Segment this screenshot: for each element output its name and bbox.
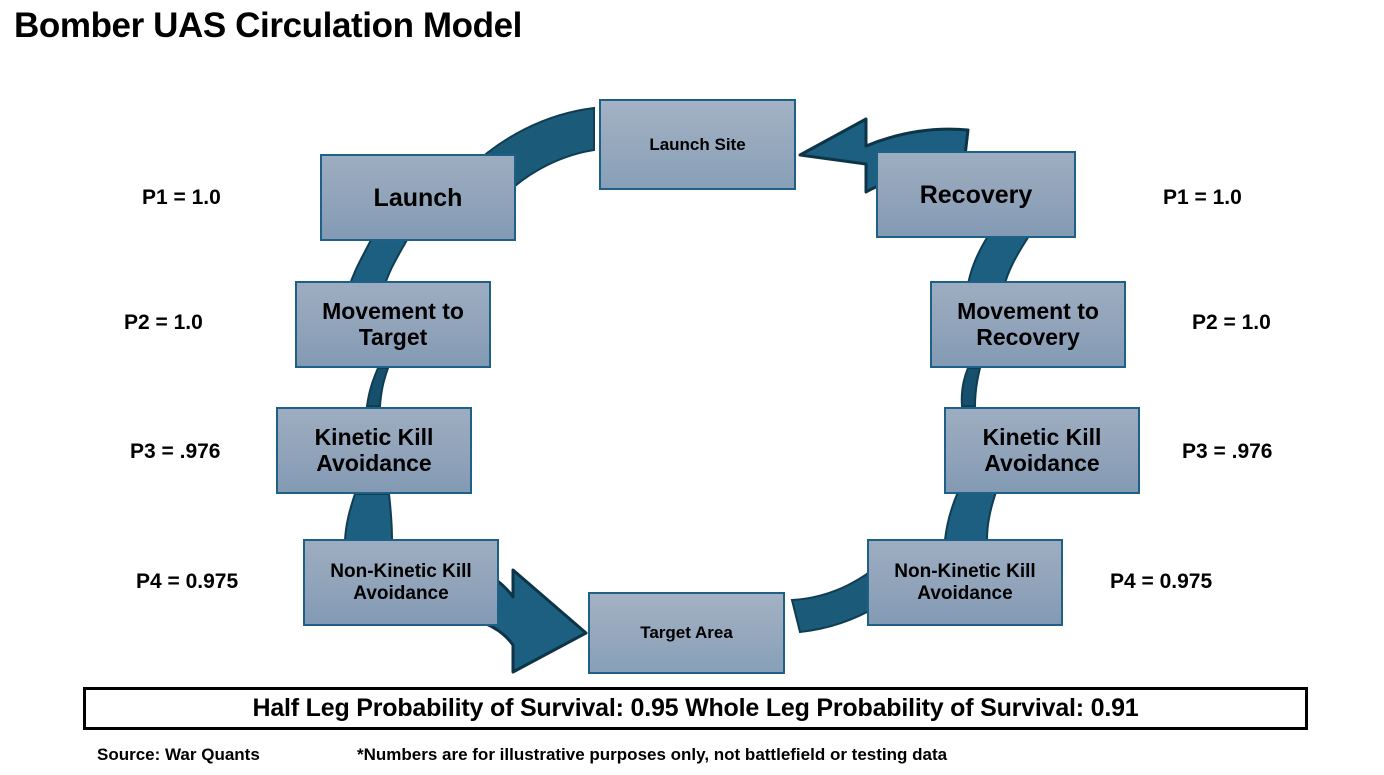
stage-label-recovery: Recovery [919, 180, 1033, 209]
connector-kinetic-to-nonkinetic [343, 493, 394, 541]
stage-box-right-kinetic-kill-avoidance[interactable]: Kinetic Kill Avoidance [944, 407, 1140, 494]
probability-label-right-p1: P1 = 1.0 [1163, 186, 1242, 209]
connector-movement-to-kinetic [365, 367, 390, 407]
stage-label-right-kinetic: Kinetic Kill Avoidance [982, 423, 1102, 476]
stage-box-left-kinetic-kill-avoidance[interactable]: Kinetic Kill Avoidance [276, 407, 472, 494]
probability-label-right-p4: P4 = 0.975 [1110, 570, 1213, 593]
summary-banner: Half Leg Probability of Survival: 0.95 W… [83, 687, 1308, 730]
stage-label-launch: Launch [373, 183, 463, 212]
stage-box-recovery[interactable]: Recovery [876, 151, 1076, 238]
probability-label-left-p3: P3 = .976 [130, 440, 221, 463]
stage-box-movement-to-target[interactable]: Movement to Target [295, 281, 491, 368]
stage-label-movement-to-target: Movement to Target [322, 297, 464, 350]
page-title: Bomber UAS Circulation Model [14, 6, 523, 45]
probability-label-left-p4: P4 = 0.975 [136, 570, 239, 593]
stage-label-left-kinetic: Kinetic Kill Avoidance [314, 423, 434, 476]
stage-label-movement-to-recovery: Movement to Recovery [957, 297, 1099, 350]
disclaimer-note: *Numbers are for illustrative purposes o… [357, 745, 948, 764]
stage-box-launch[interactable]: Launch [320, 154, 516, 241]
stage-label-right-non-kinetic: Non-Kinetic Kill Avoidance [894, 561, 1036, 604]
stage-box-left-non-kinetic-kill-avoidance[interactable]: Non-Kinetic Kill Avoidance [303, 539, 499, 626]
source-credit: Source: War Quants [97, 745, 260, 764]
connector-right-nonkinetic-to-kinetic [943, 491, 998, 541]
endpoint-label-launch-site: Launch Site [649, 134, 746, 154]
connector-right-kinetic-to-movement [960, 367, 982, 407]
stage-label-left-non-kinetic: Non-Kinetic Kill Avoidance [330, 561, 472, 604]
endpoint-label-target-area: Target Area [640, 623, 733, 643]
probability-label-right-p2: P2 = 1.0 [1192, 311, 1271, 334]
endpoint-box-launch-site[interactable]: Launch Site [599, 99, 796, 190]
probability-label-left-p2: P2 = 1.0 [124, 311, 203, 334]
probability-label-right-p3: P3 = .976 [1182, 440, 1273, 463]
stage-box-movement-to-recovery[interactable]: Movement to Recovery [930, 281, 1126, 368]
endpoint-box-target-area[interactable]: Target Area [588, 592, 785, 674]
probability-label-left-p1: P1 = 1.0 [142, 186, 221, 209]
summary-banner-text: Half Leg Probability of Survival: 0.95 W… [252, 694, 1139, 722]
stage-box-right-non-kinetic-kill-avoidance[interactable]: Non-Kinetic Kill Avoidance [867, 539, 1063, 626]
